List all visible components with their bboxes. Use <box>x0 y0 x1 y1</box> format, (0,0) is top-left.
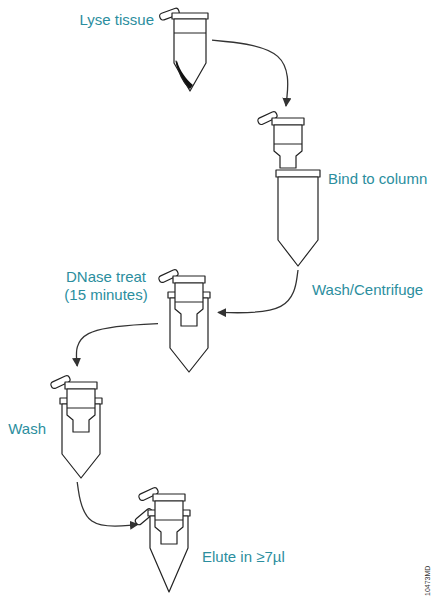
tube-outline <box>274 125 302 168</box>
tube-outline <box>174 19 206 91</box>
tube-outline <box>67 389 95 432</box>
tube-outline <box>173 276 205 283</box>
step-tube: DNase treat (15 minutes) <box>160 262 216 374</box>
tube-illustration <box>52 368 108 480</box>
flow-arrow <box>212 40 288 106</box>
edge-label: Wash/Centrifuge <box>310 281 425 299</box>
step-tube: Lyse tissue <box>160 5 210 93</box>
flow-arrow <box>77 482 138 526</box>
tube-illustration <box>140 478 196 594</box>
tube-outline <box>175 283 203 326</box>
tube-outline <box>65 382 97 389</box>
step-tube: Bind to column <box>262 108 322 268</box>
step-label: DNase treat (15 minutes) <box>58 268 154 304</box>
tube-outline <box>272 118 304 125</box>
column-membrane <box>175 302 203 303</box>
column-membrane <box>274 144 302 145</box>
tube-illustration <box>160 5 210 93</box>
tube-outline <box>155 501 183 544</box>
step-label: Elute in ≥7µl <box>202 548 285 566</box>
tube-illustration <box>160 262 216 374</box>
tissue-pellet <box>176 61 193 89</box>
tube-outline <box>276 170 320 177</box>
liquid-level <box>174 33 206 34</box>
step-label: Lyse tissue <box>80 11 154 29</box>
flow-arrow <box>218 270 298 313</box>
tube-outline <box>153 494 185 501</box>
tube-outline <box>278 177 318 266</box>
flow-arrow <box>76 324 158 366</box>
step-label: Bind to column <box>328 170 427 188</box>
tube-outline <box>172 13 208 19</box>
column-membrane <box>155 520 183 521</box>
column-membrane <box>67 408 95 409</box>
step-label: Wash <box>8 420 46 438</box>
figure-code: 10473MD <box>424 566 431 596</box>
tube-illustration <box>262 108 322 268</box>
step-tube: Elute in ≥7µl <box>140 478 196 594</box>
step-tube: Wash <box>52 368 108 480</box>
